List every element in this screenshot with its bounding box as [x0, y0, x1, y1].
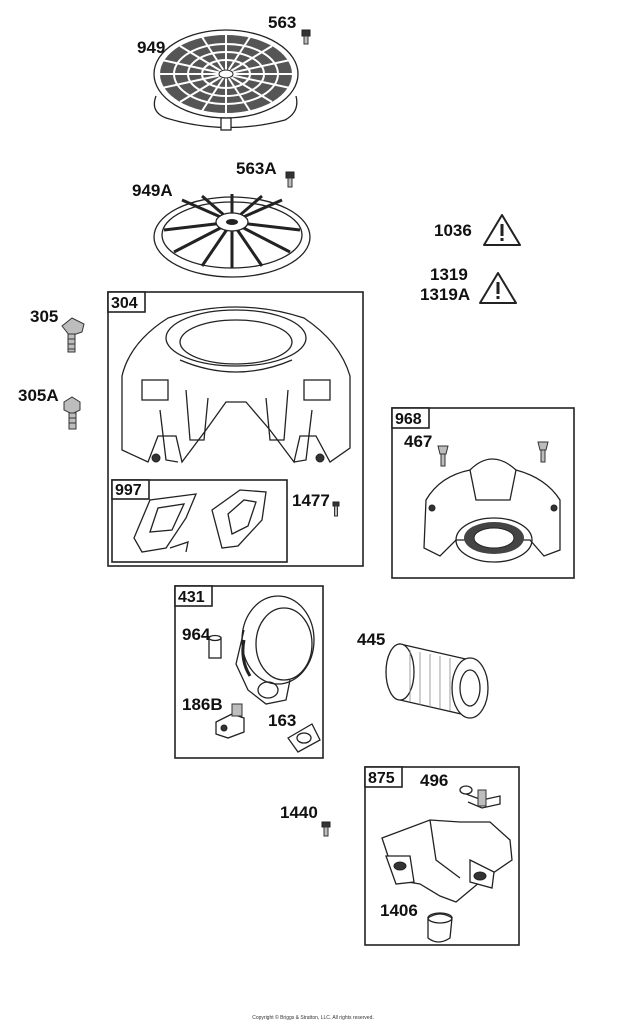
kit-label-875: 875: [368, 770, 395, 787]
kit-box-304: [107, 291, 364, 567]
fitting-186B: [215, 703, 245, 739]
label-1036: 1036: [434, 221, 472, 240]
air-filter-445: [385, 643, 489, 719]
warning-triangle-icon: [479, 272, 517, 304]
kit-box-968: [391, 407, 575, 579]
bolt-305A-icon: [63, 396, 81, 430]
label-1406: 1406: [380, 901, 418, 920]
screw-563-icon: [301, 29, 311, 45]
label-1319A: 1319A: [420, 285, 470, 304]
screw-1477-icon: [332, 501, 340, 517]
air-cleaner-base: [235, 595, 315, 705]
label-1440: 1440: [280, 803, 318, 822]
baffle-right: [211, 489, 267, 549]
label-949A: 949A: [132, 181, 173, 200]
fan-949A: [153, 194, 311, 278]
kit-label-304: 304: [111, 295, 138, 312]
label-305A: 305A: [18, 386, 59, 405]
label-1319: 1319: [430, 265, 468, 284]
label-305: 305: [30, 307, 58, 326]
screw-1440-icon: [321, 821, 331, 837]
label-1477: 1477: [292, 491, 330, 510]
label-949: 949: [137, 38, 165, 57]
label-467: 467: [404, 432, 432, 451]
knob-467-left-icon: [437, 445, 449, 467]
grille-949: [153, 29, 299, 131]
label-496: 496: [420, 771, 448, 790]
gasket-163: [287, 723, 321, 753]
bolt-305-icon: [61, 317, 85, 353]
label-163: 163: [268, 711, 296, 730]
label-563A: 563A: [236, 159, 277, 178]
air-cleaner-cover: [423, 458, 561, 563]
screw-563A-icon: [285, 171, 295, 188]
kit-label-968: 968: [395, 411, 422, 428]
label-445: 445: [357, 630, 385, 649]
kit-box-431: [174, 585, 324, 759]
sleeve-964: [208, 634, 222, 659]
tube-1406: [427, 912, 453, 943]
kit-label-997: 997: [115, 482, 142, 499]
label-186B: 186B: [182, 695, 223, 714]
warning-triangle-icon: [483, 214, 521, 246]
kit-box-997: [111, 479, 288, 563]
blower-housing: [121, 306, 351, 464]
clip-496: [459, 785, 501, 809]
knob-467-right-icon: [537, 441, 549, 463]
bracket-assembly: [381, 819, 513, 903]
label-563: 563: [268, 13, 296, 32]
copyright-footer: Copyright © Briggs & Stratton, LLC. All …: [252, 1015, 374, 1021]
kit-box-875: [364, 766, 520, 946]
label-964: 964: [182, 625, 211, 644]
baffle-left: [133, 493, 198, 553]
kit-label-431: 431: [178, 589, 205, 606]
